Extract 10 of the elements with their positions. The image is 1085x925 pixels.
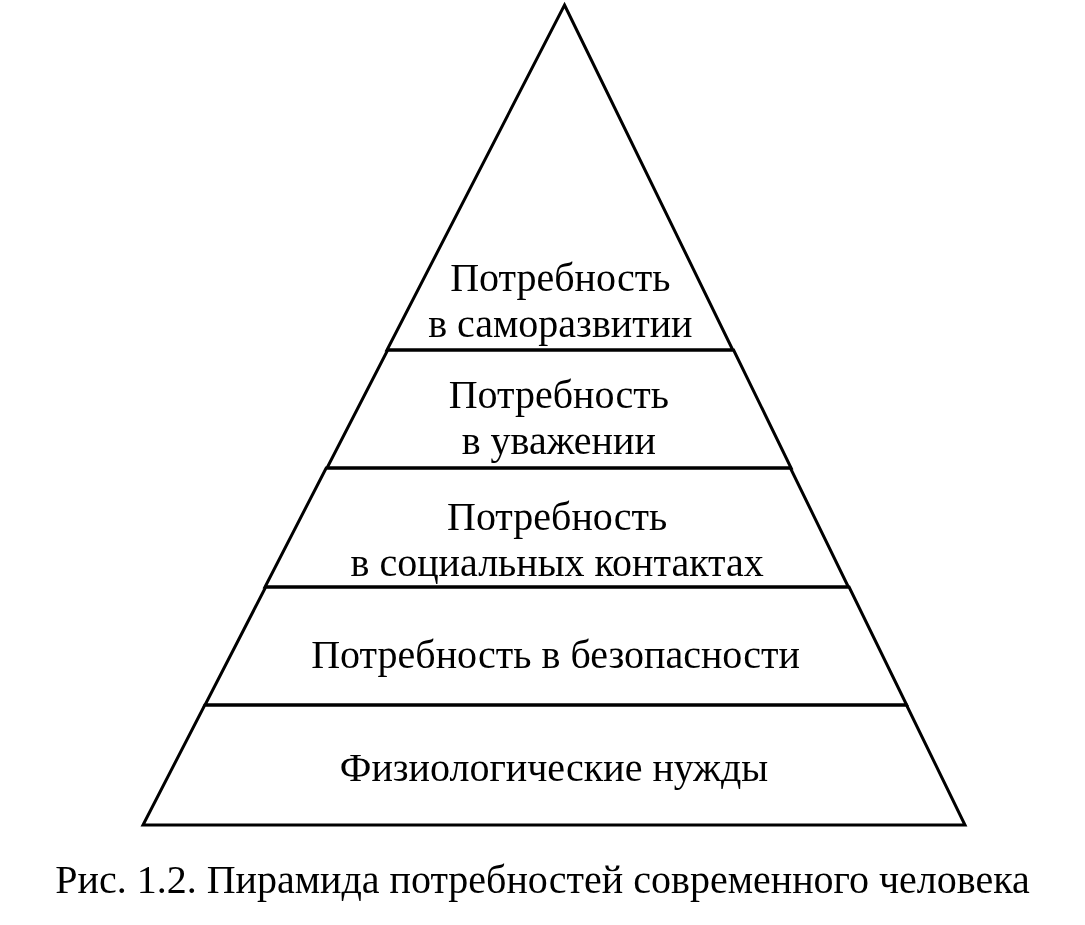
figure-caption: Рис. 1.2. Пирамида потребностей современного человека [55,857,1030,903]
pyramid-level [265,468,849,587]
level-label: Потребность в уважении [448,372,669,464]
pyramid-level [326,350,791,468]
pyramid-level [143,705,965,825]
level-label: Физиологические нужды [339,745,769,791]
pyramid-level [204,587,907,705]
level-label: Потребность в социальных контактах [350,494,764,586]
level-label: Потребность в безопасности [311,632,800,678]
level-label: Потребность в саморазвитии [428,255,693,347]
